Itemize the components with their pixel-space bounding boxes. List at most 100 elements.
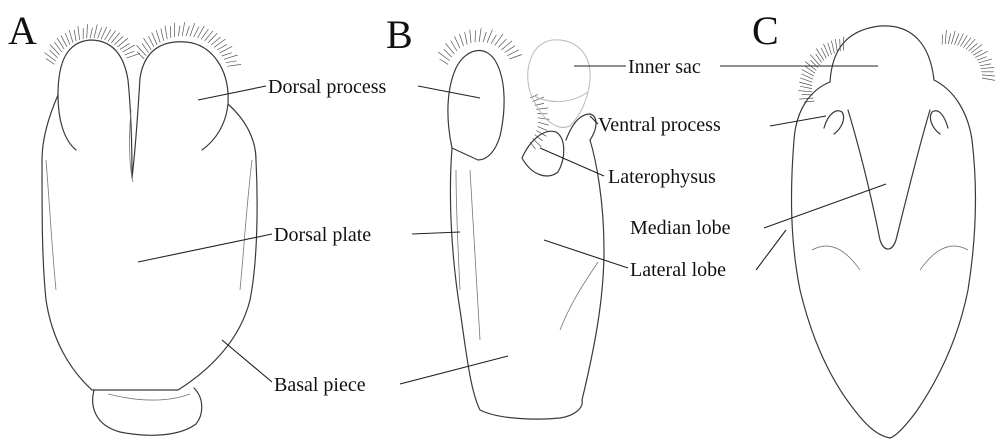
seta-stroke	[224, 55, 238, 59]
seta-stroke	[537, 126, 547, 130]
seta-stroke	[50, 45, 60, 55]
seta-stroke	[111, 33, 120, 43]
seta-stroke	[65, 33, 70, 45]
seta-stroke	[217, 44, 227, 50]
label-inner-sac: Inner sac	[628, 56, 701, 78]
seta-stroke	[165, 26, 167, 40]
seta-stroke	[828, 43, 832, 55]
basal-piece-a	[93, 388, 202, 435]
seta-stroke	[816, 49, 824, 61]
lateral-lobe-c-left	[792, 82, 890, 438]
leader-lateral-lobe-b	[544, 240, 628, 268]
seta-stroke	[982, 75, 995, 76]
laterophysus-b	[522, 131, 564, 176]
seta-stroke	[966, 39, 975, 49]
seta-stroke	[149, 36, 155, 47]
seta-stroke	[840, 39, 841, 51]
side-edge-a-right	[240, 160, 252, 290]
seta-stroke	[799, 98, 813, 99]
dorsal-process-a-right	[132, 42, 228, 178]
seta-stroke	[120, 43, 130, 49]
seta-stroke	[487, 30, 492, 43]
seta-stroke	[451, 41, 457, 51]
seta-stroke	[798, 91, 812, 92]
leader-laterophysus-b	[540, 148, 604, 176]
setae-a-left	[44, 24, 140, 64]
seta-stroke	[982, 78, 995, 80]
seta-stroke	[955, 34, 960, 45]
ventral-process-c-right	[930, 111, 948, 134]
seta-stroke	[465, 32, 468, 44]
lateral-fold-c	[812, 246, 968, 270]
seta-stroke	[156, 30, 160, 42]
side-edge-a-left	[46, 160, 56, 290]
label-ventral-process: Ventral process	[598, 114, 721, 136]
seta-stroke	[505, 46, 515, 53]
basal-piece-a-inner	[108, 394, 190, 400]
seta-stroke	[945, 30, 946, 44]
label-basal-piece: Basal piece	[274, 374, 366, 396]
lateral-lobe-b-inner	[470, 170, 598, 340]
panel-a-drawing	[42, 22, 257, 435]
panel-c-drawing	[792, 26, 995, 438]
label-median-lobe: Median lobe	[630, 217, 731, 239]
seta-stroke	[948, 33, 950, 44]
setae-c-right	[942, 30, 995, 80]
seta-stroke	[454, 36, 460, 48]
seta-stroke	[227, 64, 241, 66]
label-lateral-lobe: Lateral lobe	[630, 259, 726, 281]
seta-stroke	[977, 57, 987, 61]
seta-stroke	[942, 35, 943, 45]
leader-dorsal-process-a	[198, 86, 266, 100]
panel-letter-a: A	[8, 8, 37, 53]
seta-stroke	[979, 59, 992, 63]
seta-stroke	[170, 26, 171, 38]
ventral-process-c-left	[824, 111, 844, 134]
leader-dorsal-plate-b	[412, 232, 460, 234]
seta-stroke	[98, 28, 102, 39]
inner-sac-c	[830, 26, 934, 82]
dorsal-plate-b-edge	[456, 170, 460, 290]
panel-b-drawing	[438, 28, 604, 419]
seta-stroke	[152, 32, 157, 44]
seta-stroke	[444, 49, 452, 57]
seta-stroke	[74, 30, 76, 42]
seta-stroke	[182, 22, 185, 36]
seta-stroke	[194, 27, 199, 37]
panel-letter-b: B	[386, 12, 413, 57]
dorsal-process-b	[448, 51, 504, 160]
seta-stroke	[831, 41, 834, 54]
label-laterophysus: Laterophysus	[608, 166, 716, 188]
inner-sac-b-fold	[534, 92, 588, 102]
seta-stroke	[498, 39, 506, 47]
seta-stroke	[980, 64, 991, 66]
seta-stroke	[507, 50, 519, 56]
seta-stroke	[460, 34, 464, 46]
seta-stroke	[951, 31, 955, 44]
seta-stroke	[161, 28, 164, 40]
seta-stroke	[800, 78, 812, 82]
seta-stroke	[127, 53, 140, 58]
seta-stroke	[975, 51, 988, 57]
seta-stroke	[483, 32, 486, 42]
seta-stroke	[835, 39, 837, 52]
seta-stroke	[971, 45, 982, 54]
median-lobe-c	[848, 110, 930, 249]
panel-letter-c: C	[752, 8, 779, 53]
seta-stroke	[981, 67, 995, 68]
seta-stroke	[538, 122, 549, 125]
seta-stroke	[799, 82, 812, 85]
seta-stroke	[440, 59, 449, 64]
dorsal-plate-a	[42, 95, 257, 390]
seta-stroke	[800, 86, 812, 88]
seta-stroke	[509, 55, 522, 60]
seta-stroke	[94, 24, 97, 38]
seta-stroke	[44, 53, 55, 61]
setae-a-right	[137, 22, 242, 66]
setae-c-left	[798, 37, 843, 102]
leader-lateral-lobe-c	[756, 230, 786, 270]
leader-dorsal-plate-a	[138, 234, 272, 262]
seta-stroke	[810, 55, 820, 66]
seta-stroke	[538, 118, 549, 120]
